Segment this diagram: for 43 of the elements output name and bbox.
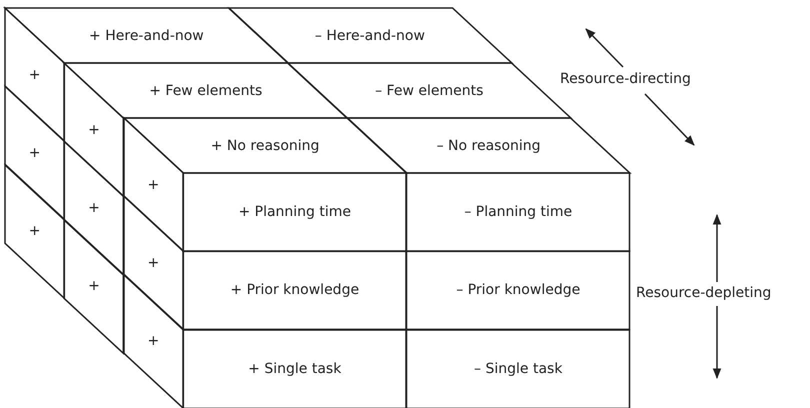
- cell-label: – Planning time: [464, 204, 572, 220]
- front-face-cell: [406, 330, 630, 408]
- front-face-cell: [406, 251, 630, 330]
- side-face-cell: [64, 141, 124, 275]
- cell-label: – Here-and-now: [314, 28, 425, 44]
- side-face-cell: [5, 86, 64, 220]
- cell-label: – No reasoning: [436, 138, 541, 154]
- cell-label: +: [147, 333, 160, 350]
- cell-label: +: [28, 223, 41, 240]
- front-face-cell: [182, 330, 406, 408]
- axis-label: Resource-depleting: [636, 285, 772, 301]
- cell-label: +: [88, 122, 100, 138]
- cell-label: +: [147, 254, 160, 271]
- axis-label: Resource-directing: [560, 71, 691, 87]
- cell-label: + Here-and-now: [89, 28, 204, 44]
- cell-label: +: [88, 278, 100, 294]
- cell-label: +: [88, 200, 100, 216]
- top-face-cell: [228, 8, 512, 63]
- front-face-cell: [182, 251, 406, 330]
- side-face-cell: [5, 8, 64, 142]
- side-face-cell: [124, 118, 183, 252]
- side-face-cell: [64, 63, 124, 196]
- side-face-cell: [124, 196, 183, 330]
- cell-label: +: [147, 176, 160, 193]
- front-face-cell: [406, 173, 630, 252]
- cell-label: + Few elements: [149, 82, 262, 98]
- cell-label: + Prior knowledge: [230, 282, 360, 298]
- side-face-cell: [5, 164, 64, 298]
- cell-label: + Planning time: [238, 204, 352, 220]
- cell-label: +: [28, 144, 41, 161]
- side-face-cell: [64, 220, 124, 353]
- top-face-cell: [124, 118, 406, 173]
- top-face-cell: [64, 63, 348, 118]
- cell-label: – Single task: [474, 360, 562, 377]
- cell-label: – Prior knowledge: [456, 282, 580, 298]
- top-face-cell: [347, 118, 630, 173]
- cell-label: + No reasoning: [210, 138, 320, 154]
- cell-label: + Single task: [248, 360, 342, 377]
- cell-label: – Few elements: [375, 82, 484, 98]
- side-face-cell: [124, 274, 183, 408]
- front-face-cell: [182, 173, 406, 252]
- cell-label: +: [28, 66, 41, 83]
- top-face-cell: [5, 8, 288, 63]
